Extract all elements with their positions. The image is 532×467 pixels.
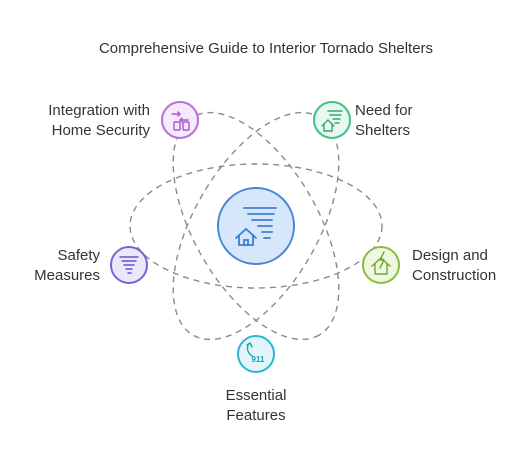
tornado-house-icon	[321, 110, 343, 132]
tornado-house-icon	[235, 207, 277, 246]
diagram-title: Comprehensive Guide to Interior Tornado …	[98, 40, 434, 57]
label-line-1: Design and	[412, 247, 488, 264]
lightning-house-icon	[371, 251, 391, 275]
node-need-for-shelters	[313, 101, 351, 139]
label-line-1: Need for	[355, 102, 413, 119]
label-line-2: Shelters	[355, 122, 411, 139]
label-line-2: Construction	[412, 267, 497, 284]
label-line-1: Safety	[57, 247, 100, 264]
emergency-911-icon	[246, 341, 253, 357]
label-integration-with-home-security: Integration with Home Security	[10, 101, 150, 141]
label-line-1: Essential	[225, 387, 287, 404]
node-design-and-construction	[362, 246, 400, 284]
orbit-ellipse-tilted-left	[172, 111, 340, 341]
center-hub	[217, 187, 295, 265]
orbit-ellipse-horizontal	[129, 163, 383, 289]
label-line-2: Features	[226, 407, 286, 424]
label-design-and-construction: Design and Construction	[412, 246, 530, 286]
label-safety-measures: Safety Measures	[10, 246, 100, 286]
label-line-2: Measures	[34, 267, 100, 284]
label-need-for-shelters: Need for Shelters	[355, 101, 475, 141]
label-line-2: Home Security	[51, 122, 150, 139]
emergency-911-icon-text: 911	[252, 355, 265, 364]
label-essential-features: Essential Features	[196, 386, 316, 426]
node-essential-features: 911	[237, 335, 275, 373]
label-line-1: Integration with	[48, 102, 150, 119]
node-integration-with-home-security	[161, 101, 199, 139]
phone-security-icon	[171, 111, 190, 131]
tornado-icon	[119, 256, 139, 274]
node-safety-measures	[110, 246, 148, 284]
